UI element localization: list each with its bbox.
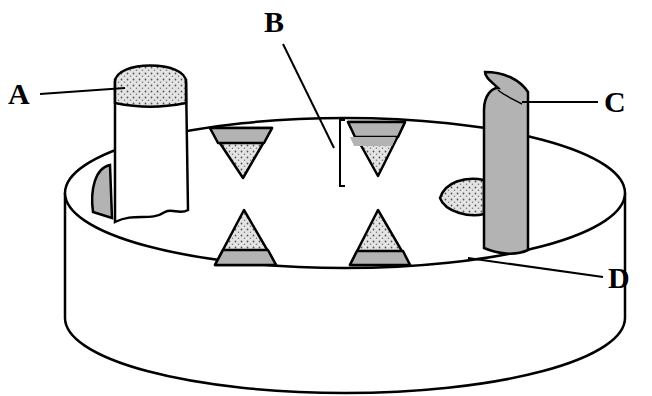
part-letter: A	[8, 78, 30, 110]
part-letter: D	[608, 262, 630, 294]
part-letter: C	[604, 86, 626, 118]
part-letter: B	[264, 6, 284, 38]
